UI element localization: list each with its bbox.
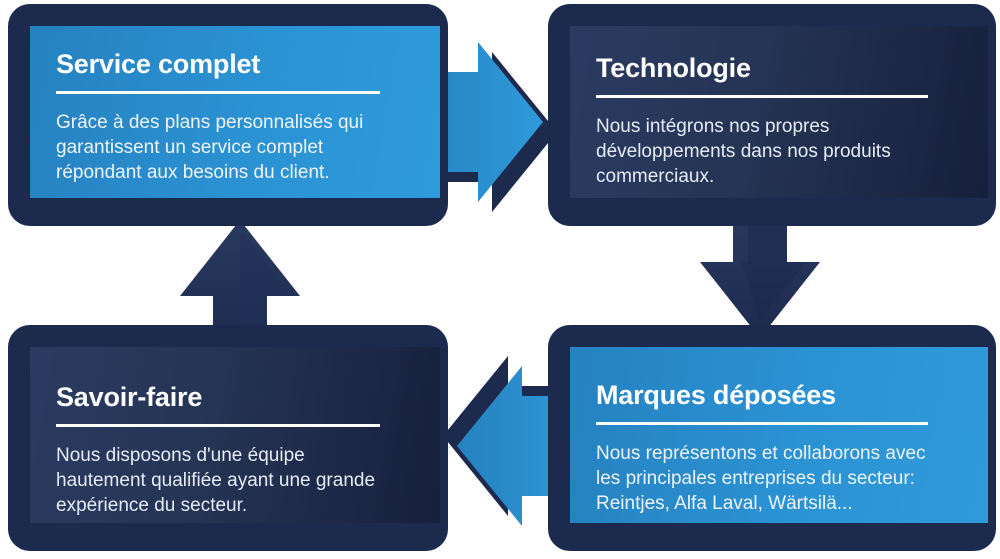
card-service-complet[interactable]: Service complet Grâce à des plans person… [8, 4, 448, 226]
title-rule [56, 423, 380, 427]
title-rule [596, 94, 928, 98]
card-body: Nous représentons et collaborons avec le… [596, 442, 926, 514]
card-title: Marques déposées [596, 380, 836, 410]
title-rule [596, 421, 928, 425]
card-marques-deposees[interactable]: Marques déposées Nous représentons et co… [548, 325, 996, 551]
card-technologie[interactable]: Technologie Nous intégrons nos propres d… [548, 4, 996, 226]
card-panel: Technologie Nous intégrons nos propres d… [570, 26, 988, 198]
card-body: Nous disposons d'une équipe hautement qu… [56, 444, 376, 516]
card-savoir-faire[interactable]: Savoir-faire Nous disposons d'une équipe… [8, 325, 448, 551]
card-title: Savoir-faire [56, 382, 203, 412]
card-body: Nous intégrons nos propres développement… [596, 115, 891, 187]
card-panel: Savoir-faire Nous disposons d'une équipe… [30, 347, 440, 523]
card-body: Grâce à des plans personnalisés qui gara… [56, 111, 364, 183]
title-rule [56, 90, 380, 94]
arrow-down-icon [700, 206, 820, 338]
arrow-up-icon [180, 220, 300, 352]
card-panel: Service complet Grâce à des plans person… [30, 26, 440, 198]
card-panel: Marques déposées Nous représentons et co… [570, 347, 988, 523]
card-title: Service complet [56, 49, 261, 79]
card-title: Technologie [596, 53, 751, 83]
